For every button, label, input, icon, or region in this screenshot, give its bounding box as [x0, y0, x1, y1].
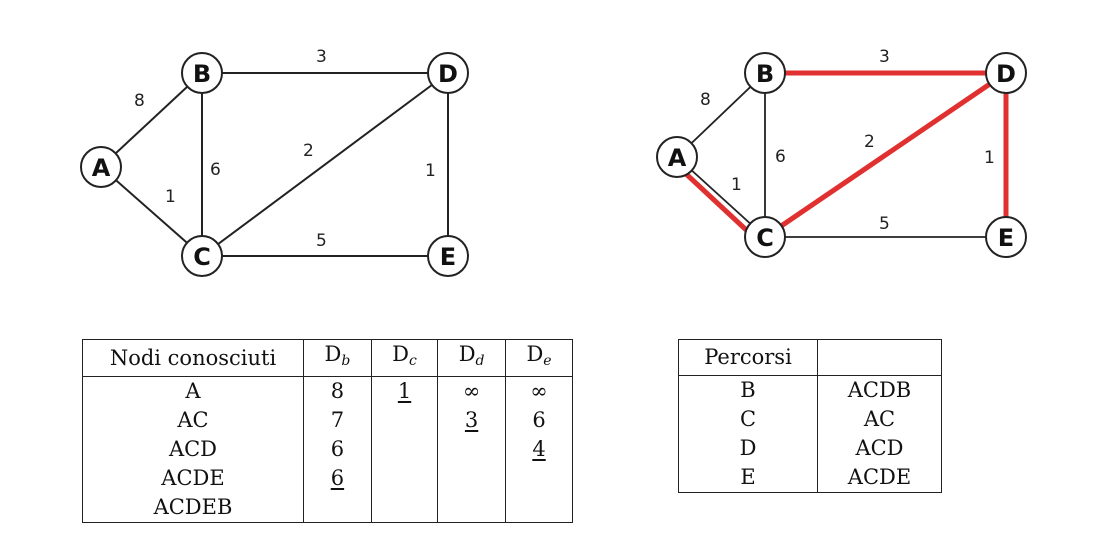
cell-path: ACDB: [817, 375, 942, 405]
header-de: De: [505, 339, 573, 377]
table-row: C AC: [678, 405, 942, 434]
cell-de: ∞: [505, 376, 573, 406]
cell-dd: [437, 435, 507, 464]
svg-text:A: A: [668, 144, 687, 172]
cell-db: 8: [303, 376, 372, 406]
cell-dd: [437, 464, 507, 493]
weight-b-c: 6: [210, 160, 221, 180]
cell-path: AC: [817, 405, 942, 434]
table-row: ACDEB: [82, 493, 573, 523]
cell-node: C: [678, 405, 818, 434]
cell-dc: [370, 406, 439, 435]
cell-path: ACD: [817, 434, 942, 463]
cell-nodes: ACD: [82, 435, 304, 464]
cell-db: [303, 493, 372, 523]
cell-de: [505, 464, 573, 493]
edge-c-d: [201, 72, 449, 257]
cell-de: 6: [505, 406, 573, 435]
node-c: C: [181, 235, 223, 277]
weight-a-b: 8: [134, 91, 145, 111]
left-graph: 8 1 6 3 2 5 1 A B C D E: [80, 47, 469, 277]
cell-dc: [370, 435, 439, 464]
svg-text:E: E: [440, 243, 456, 271]
edge-a-c: [100, 166, 203, 257]
cell-de: [505, 493, 573, 523]
cell-db: 6: [303, 435, 372, 464]
node-a: A: [80, 146, 122, 188]
cell-dc: [370, 493, 439, 523]
header-path-value: [817, 339, 942, 376]
edge-a-c-right-highlight: [682, 170, 759, 242]
cell-de: 4: [505, 435, 573, 464]
cell-dd: ∞: [437, 376, 507, 406]
header-paths: Percorsi: [678, 339, 818, 376]
cell-nodes: A: [82, 376, 304, 406]
cell-dd: 3: [437, 406, 507, 435]
cell-node: E: [678, 463, 818, 493]
weight-d-e-right: 1: [984, 148, 995, 168]
node-e-right: E: [985, 216, 1027, 258]
weight-c-e: 5: [316, 231, 327, 251]
svg-text:C: C: [193, 243, 211, 271]
svg-text:A: A: [92, 154, 111, 182]
cell-node: B: [678, 375, 818, 405]
header-db: Db: [303, 339, 372, 377]
cell-nodes: ACDEB: [82, 493, 304, 523]
svg-text:D: D: [438, 60, 458, 88]
distance-table-header: Nodi conosciuti Db Dc Dd De: [82, 339, 573, 377]
weight-a-c-right: 1: [731, 175, 742, 195]
svg-text:B: B: [756, 60, 774, 88]
cell-db: 6: [303, 464, 372, 493]
weight-a-b-right: 8: [700, 90, 711, 110]
cell-dd: [437, 493, 507, 523]
svg-text:B: B: [193, 60, 211, 88]
cell-dc: [370, 464, 439, 493]
node-b-right: B: [744, 52, 786, 94]
header-dd: Dd: [437, 339, 507, 377]
node-d: D: [427, 52, 469, 94]
paths-table-header: Percorsi: [678, 339, 942, 376]
svg-text:C: C: [756, 224, 774, 252]
graph-diagrams: 8 1 6 3 2 5 1 A B C D E 8 1 6 3 2 5 1 A …: [80, 47, 1027, 277]
edge-c-d-right-highlight: [763, 70, 1008, 240]
paths-table: Percorsi B ACDB C AC D ACD E ACDE: [678, 339, 942, 493]
node-a-right: A: [656, 136, 698, 178]
cell-node: D: [678, 434, 818, 463]
svg-text:E: E: [998, 224, 1014, 252]
table-row: ACDE 6: [82, 464, 573, 493]
weight-b-d: 3: [316, 47, 327, 67]
table-row: E ACDE: [678, 463, 942, 493]
table-row: AC 7 3 6: [82, 406, 573, 435]
cell-nodes: AC: [82, 406, 304, 435]
cell-db: 7: [303, 406, 372, 435]
right-graph: 8 1 6 3 2 5 1 A B C D E: [656, 47, 1027, 258]
node-b: B: [181, 52, 223, 94]
cell-path: ACDE: [817, 463, 942, 493]
weight-c-e-right: 5: [879, 214, 890, 234]
header-dc: Dc: [370, 339, 439, 377]
weight-b-c-right: 6: [775, 147, 786, 167]
weight-a-c: 1: [165, 187, 176, 207]
svg-text:D: D: [996, 60, 1016, 88]
cell-dc: 1: [370, 376, 439, 406]
weight-b-d-right: 3: [879, 47, 890, 67]
node-c-right: C: [744, 216, 786, 258]
distance-table: Nodi conosciuti Db Dc Dd De A 8 1 ∞ ∞ AC…: [82, 339, 573, 523]
cell-nodes: ACDE: [82, 464, 304, 493]
weight-c-d-right: 2: [864, 132, 875, 152]
weight-c-d: 2: [303, 141, 314, 161]
node-d-right: D: [985, 52, 1027, 94]
node-e: E: [427, 235, 469, 277]
weight-d-e: 1: [425, 161, 436, 181]
table-row: B ACDB: [678, 375, 942, 405]
edge-a-b: [100, 72, 203, 168]
table-row: A 8 1 ∞ ∞: [82, 376, 573, 406]
table-row: D ACD: [678, 434, 942, 463]
table-row: ACD 6 4: [82, 435, 573, 464]
header-known-nodes: Nodi conosciuti: [82, 339, 304, 377]
